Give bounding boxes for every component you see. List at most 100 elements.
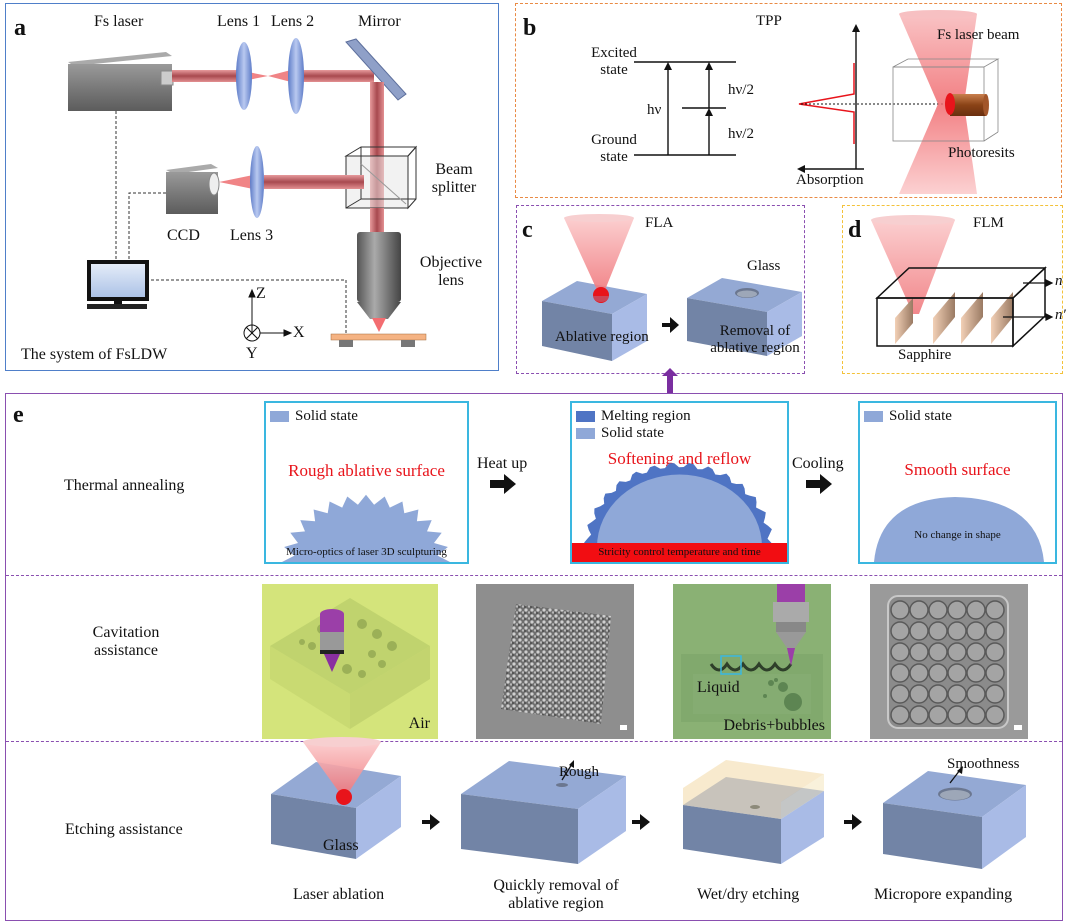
- sample-stage-icon: [330, 333, 427, 347]
- scale-bar: [620, 725, 627, 730]
- laser-beam-cone-bottom: [899, 104, 977, 194]
- legend-melting-region: Melting region: [576, 408, 691, 425]
- legend-label: Melting region: [601, 408, 691, 424]
- crater: [947, 684, 967, 704]
- label-hv-half-bottom: hν/2: [728, 126, 754, 142]
- crater: [928, 642, 948, 662]
- axis-label-z: Z: [256, 285, 266, 302]
- stage-title-softening: Softening and reflow: [607, 449, 752, 468]
- crater: [890, 663, 910, 683]
- arrow-right-icon: [844, 814, 862, 830]
- crater: [909, 705, 929, 725]
- legend-solid-state: Solid state: [864, 408, 952, 425]
- flm-drawing: [871, 215, 1054, 348]
- objective-lens-icon: [357, 232, 401, 332]
- crater: [947, 621, 967, 641]
- crater: [985, 642, 1005, 662]
- step-label-micropore-expanding: Micropore expanding: [874, 886, 1013, 903]
- fs-laser-icon: [68, 52, 174, 111]
- glass-block-etching: [683, 760, 824, 864]
- legend-swatch-solid: [270, 411, 289, 423]
- label-objective-line1: Objective: [419, 254, 483, 271]
- axis-label-y: Y: [246, 345, 258, 362]
- crater: [966, 600, 986, 620]
- objective-icon: [773, 584, 809, 666]
- crater: [985, 621, 1005, 641]
- label-mirror: Mirror: [358, 13, 401, 30]
- label-rough: Rough: [559, 764, 600, 780]
- label-excited-line1: Excited: [591, 45, 637, 61]
- stage-smooth-surface: Solid state Smooth surface No change in …: [858, 401, 1057, 564]
- label-removal-line1: Removal of: [719, 323, 791, 339]
- panel-letter-a: a: [14, 15, 26, 41]
- panel-a-fsldw-system: a: [5, 3, 499, 371]
- panel-letter-b: b: [523, 15, 537, 41]
- stage-title-rough: Rough ablative surface: [288, 461, 445, 480]
- row-divider: [6, 575, 1062, 576]
- panel-letter-d: d: [848, 217, 862, 243]
- arrow-right-icon: [662, 317, 679, 333]
- polymerized-rod: [950, 94, 986, 116]
- step-label-line1: Quickly removal of: [493, 877, 619, 894]
- absorption-curve: [798, 63, 855, 144]
- rough-lens-shape: [282, 494, 450, 562]
- label-air: Air: [408, 714, 430, 732]
- smooth-lens-shape: [874, 497, 1044, 562]
- heating-stage: [572, 543, 787, 562]
- row-label-line2: assistance: [94, 642, 158, 660]
- arrow-label-heat-up: Heat up: [477, 455, 528, 472]
- waveguide-tracks: [895, 292, 1013, 344]
- label-n-prime: n′: [1055, 307, 1066, 323]
- crater: [928, 600, 948, 620]
- label-hv-half-top: hν/2: [728, 82, 754, 98]
- lens-3-icon: [250, 146, 264, 218]
- legend-solid-state: Solid state: [270, 408, 358, 425]
- label-ground-state: Ground state: [584, 132, 644, 167]
- crater: [928, 705, 948, 725]
- row-label-etching-assistance: Etching assistance: [65, 821, 183, 838]
- arrow-label-cooling: Cooling: [792, 455, 844, 472]
- etchant-layer: [683, 760, 824, 819]
- step-label-wet-dry-etching: Wet/dry etching: [697, 886, 800, 903]
- label-absorption: Absorption: [796, 172, 864, 188]
- label-excited-state: Excited state: [584, 45, 644, 80]
- liquid-scene-drawing: [681, 584, 823, 722]
- crater: [966, 705, 986, 725]
- connection-lines: [115, 111, 347, 334]
- stage-title-smooth: Smooth surface: [904, 460, 1011, 479]
- optical-setup-drawing: [68, 38, 427, 347]
- label-glass: Glass: [747, 258, 781, 274]
- legend-swatch-melting: [576, 411, 595, 423]
- panel-b-title: TPP: [756, 13, 782, 29]
- arrow-n-prime-icon: [1045, 313, 1054, 321]
- panel-letter-c: c: [522, 217, 533, 243]
- panel-a-caption: The system of FsLDW: [21, 346, 168, 363]
- legend-label: Solid state: [295, 408, 358, 424]
- crater: [966, 663, 986, 683]
- highlight-box: [720, 655, 742, 675]
- row-divider: [6, 741, 1062, 742]
- label-excited-line2: state: [600, 62, 628, 79]
- crater: [890, 621, 910, 641]
- label-objective-lens: Objective lens: [416, 254, 486, 291]
- computer-icon: [87, 260, 149, 309]
- label-hv: hν: [647, 102, 662, 118]
- lens-2-icon: [288, 38, 304, 114]
- row-label-thermal-annealing: Thermal annealing: [64, 477, 185, 494]
- laser-cone: [871, 220, 955, 314]
- arrow-right-icon: [632, 814, 650, 830]
- glass-block-micropore: [883, 766, 1026, 869]
- crater: [909, 621, 929, 641]
- label-beam-splitter-line2: splitter: [431, 179, 477, 197]
- crater: [890, 684, 910, 704]
- mirror-icon: [345, 38, 407, 101]
- crater: [909, 684, 929, 704]
- coordinate-axes-icon: [243, 288, 293, 342]
- crater: [947, 642, 967, 662]
- crater: [966, 621, 986, 641]
- air-scene-drawing: [270, 598, 430, 729]
- crater: [928, 684, 948, 704]
- label-photoresist: Photoresits: [948, 145, 1015, 161]
- panel-e-post-processing: e Thermal annealing Solid state Rough ab…: [5, 393, 1063, 921]
- ablative-spot: [336, 789, 352, 805]
